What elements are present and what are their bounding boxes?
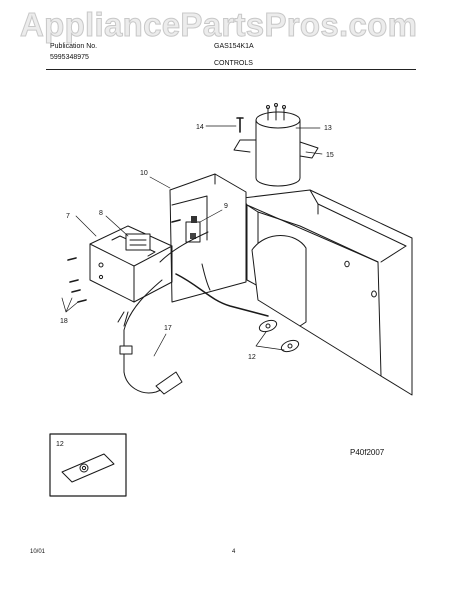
callout-9: 9 — [224, 203, 228, 210]
page-number: 4 — [232, 549, 236, 555]
wiring-harness — [117, 231, 269, 395]
screws — [67, 219, 181, 303]
callout-15: 15 — [326, 152, 334, 159]
model-number: GAS154K1A — [214, 43, 254, 50]
callout-17: 17 — [164, 325, 172, 332]
publication-label: Publication No. — [50, 43, 98, 50]
callout-14: 14 — [196, 124, 204, 131]
side-panel — [242, 189, 413, 396]
header-rule — [46, 69, 416, 70]
relay-housing — [89, 225, 173, 303]
inset-box — [49, 433, 127, 497]
callout-12: 12 — [248, 354, 256, 361]
publication-number: 5995348975 — [50, 54, 89, 61]
callout-12-inset: 12 — [56, 441, 64, 448]
control-bracket — [169, 173, 247, 303]
capacitor — [233, 103, 319, 187]
callout-labels: 14 13 15 10 7 8 9 18 17 12 12 — [56, 124, 334, 448]
callout-8: 8 — [99, 210, 103, 217]
footer-date: 10/01 — [30, 549, 46, 555]
callout-13: 13 — [324, 125, 332, 132]
grommets — [258, 319, 300, 353]
callout-7: 7 — [66, 213, 70, 220]
section-title: CONTROLS — [214, 60, 253, 67]
callout-10: 10 — [140, 170, 148, 177]
watermark-logo: AppliancePartsPros.com — [19, 6, 418, 44]
drawing-code: P40f2007 — [350, 448, 385, 457]
callout-18: 18 — [60, 318, 68, 325]
leader-lines — [61, 125, 323, 357]
